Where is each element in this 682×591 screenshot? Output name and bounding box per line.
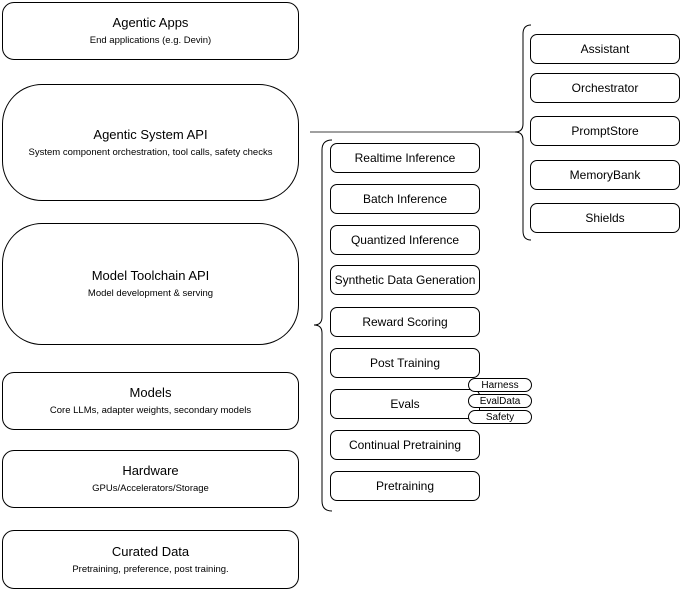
node-label: Quantized Inference <box>350 233 460 247</box>
node-realtime-inference: Realtime Inference <box>330 143 480 173</box>
node-post-training: Post Training <box>330 348 480 378</box>
node-label: MemoryBank <box>569 168 641 182</box>
node-synthetic-data-generation: Synthetic Data Generation <box>330 265 480 295</box>
node-label: Pretraining <box>375 479 435 493</box>
node-label: Orchestrator <box>571 81 639 95</box>
node-label: Batch Inference <box>362 192 448 206</box>
node-curated-data: Curated Data Pretraining, preference, po… <box>2 530 299 589</box>
node-label: Continual Pretraining <box>348 438 462 452</box>
tag-evaldata: EvalData <box>468 394 532 408</box>
node-orchestrator: Orchestrator <box>530 73 680 103</box>
node-subtitle: GPUs/Accelerators/Storage <box>92 483 209 494</box>
node-shields: Shields <box>530 203 680 233</box>
node-agentic-apps: Agentic Apps End applications (e.g. Devi… <box>2 2 299 60</box>
node-label: Synthetic Data Generation <box>334 273 476 287</box>
node-promptstore: PromptStore <box>530 116 680 146</box>
node-subtitle: Model development & serving <box>87 288 214 299</box>
node-label: Realtime Inference <box>354 151 456 165</box>
node-title: Agentic System API <box>93 126 208 142</box>
node-pretraining: Pretraining <box>330 471 480 501</box>
node-hardware: Hardware GPUs/Accelerators/Storage <box>2 450 299 508</box>
tag-label: Harness <box>481 379 519 391</box>
node-subtitle: System component orchestration, tool cal… <box>28 146 273 158</box>
node-models: Models Core LLMs, adapter weights, secon… <box>2 372 299 430</box>
node-label: Assistant <box>580 42 630 56</box>
node-reward-scoring: Reward Scoring <box>330 307 480 337</box>
node-subtitle: Pretraining, preference, post training. <box>72 563 229 575</box>
node-memorybank: MemoryBank <box>530 160 680 190</box>
node-label: Evals <box>390 397 420 411</box>
node-subtitle: End applications (e.g. Devin) <box>89 35 212 46</box>
node-label: Post Training <box>369 356 441 370</box>
node-model-toolchain-api: Model Toolchain API Model development & … <box>2 223 299 345</box>
node-continual-pretraining: Continual Pretraining <box>330 430 480 460</box>
node-quantized-inference: Quantized Inference <box>330 225 480 255</box>
node-title: Model Toolchain API <box>91 268 210 283</box>
node-agentic-system-api: Agentic System API System component orch… <box>2 84 299 201</box>
node-assistant: Assistant <box>530 34 680 64</box>
node-title: Curated Data <box>111 543 190 559</box>
tag-safety: Safety <box>468 410 532 424</box>
node-title: Models <box>129 385 172 400</box>
node-title: Agentic Apps <box>112 15 189 30</box>
node-label: Shields <box>585 211 625 225</box>
tag-label: Safety <box>485 411 515 423</box>
system-components-brace <box>514 24 532 241</box>
tag-label: EvalData <box>479 395 521 407</box>
node-label: PromptStore <box>571 124 639 138</box>
node-batch-inference: Batch Inference <box>330 184 480 214</box>
node-title: Hardware <box>122 463 179 478</box>
tag-harness: Harness <box>468 378 532 392</box>
node-label: Reward Scoring <box>362 315 448 329</box>
node-evals: Evals <box>330 389 480 419</box>
node-subtitle: Core LLMs, adapter weights, secondary mo… <box>49 405 252 416</box>
